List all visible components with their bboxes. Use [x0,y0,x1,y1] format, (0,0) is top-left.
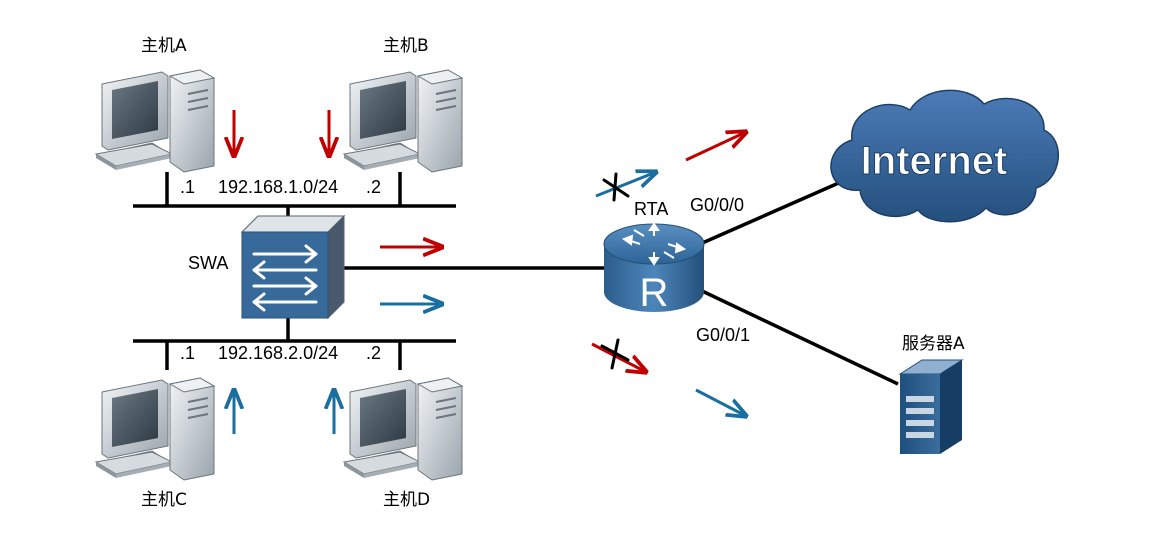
bottom-right-host-address: .2 [366,343,382,363]
host-b-icon [343,69,463,173]
bottom-left-host-address: .1 [180,343,196,363]
switch-label: SWA [188,253,229,273]
internet-label: Internet [861,139,1008,183]
block-mark-server [600,338,630,370]
host-d-icon [343,377,463,481]
top-right-host-address: .2 [366,177,382,197]
arrow-red-to-internet [685,132,746,162]
links [133,172,899,386]
port-g0-0-1-label: G0/0/1 [696,325,751,345]
router-label: RTA [634,199,669,219]
top-left-host-address: .1 [180,177,196,197]
cloud-icon: Internet [830,89,1059,223]
arrow-red-to-server-blocked [591,342,646,372]
server-label: 服务器A [902,334,965,354]
host-d-label: 主机D [383,490,431,510]
switch-icon [240,214,346,320]
router-server-link [699,288,899,386]
arrow-blue-to-server [695,388,746,416]
router-glyph: R [640,271,669,315]
port-g0-0-0-label: G0/0/0 [690,195,745,215]
host-a-icon [95,69,215,173]
host-a-label: 主机A [141,36,187,56]
arrow-blue-to-internet-blocked [595,172,656,198]
router-internet-link [699,176,851,246]
bottom-subnet-label: 192.168.2.0/24 [218,343,339,363]
server-icon [898,359,964,454]
host-c-label: 主机C [141,490,187,510]
flow-arrows [234,110,746,434]
block-mark-internet [602,172,630,202]
top-subnet-label: 192.168.1.0/24 [218,177,339,197]
host-c-icon [95,377,215,481]
host-b-label: 主机B [383,36,429,56]
block-marks [600,172,630,370]
router-icon: R [603,222,705,315]
